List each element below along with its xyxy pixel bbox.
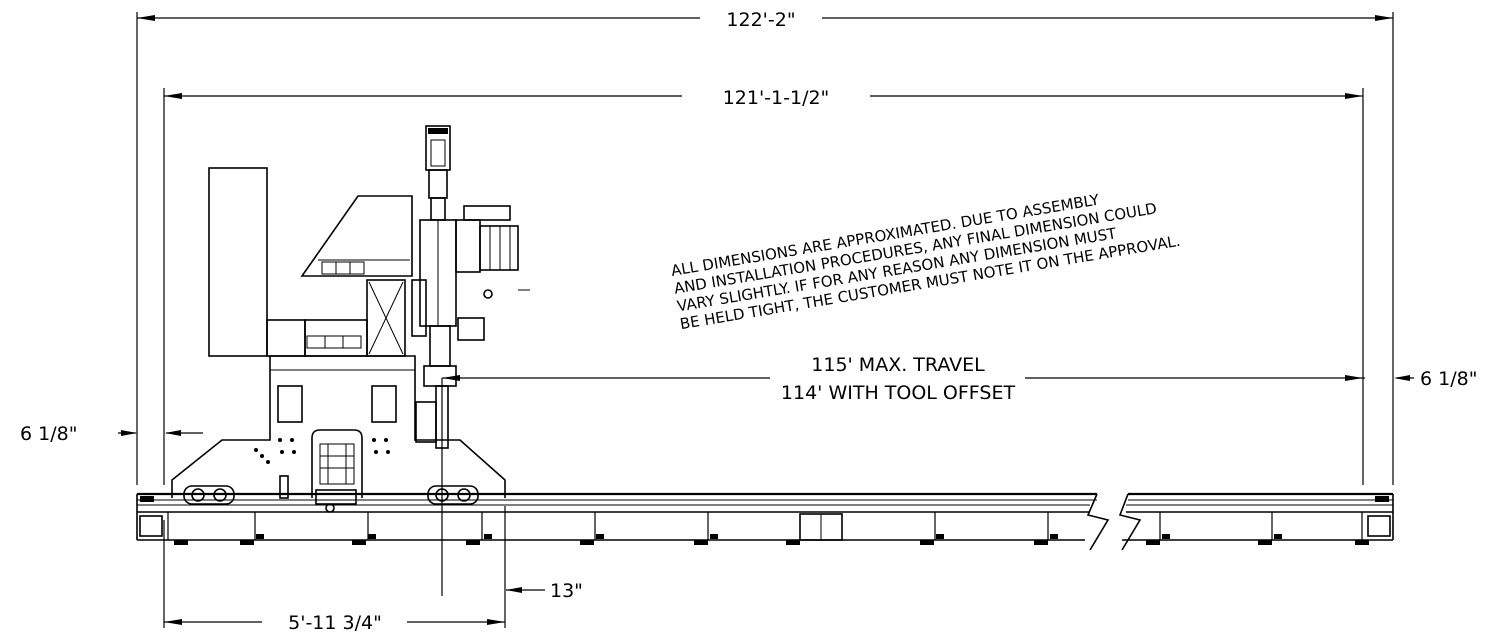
- bottom-small-label: 13": [550, 580, 583, 602]
- right-offset-label: 6 1/8": [1420, 368, 1477, 390]
- travel-label-line-2: 114' WITH TOOL OFFSET: [781, 382, 1016, 404]
- tool-head-column: [411, 125, 530, 449]
- rail-supports: [167, 512, 1369, 545]
- left-offset-dimension: 6 1/8": [20, 423, 203, 445]
- travel-dimension: 115' MAX. TRAVEL 114' WITH TOOL OFFSET: [442, 354, 1363, 404]
- inner-dimension: 121'-1-1/2": [163, 84, 1364, 485]
- overall-dimension-label: 122'-2": [726, 9, 795, 31]
- machine-gantry: [171, 167, 506, 513]
- right-offset-dimension: 6 1/8": [1363, 368, 1477, 390]
- rail-track: [136, 492, 1394, 551]
- bottom-dimensions: 13" 5'-11 3/4": [163, 378, 583, 634]
- left-offset-label: 6 1/8": [20, 423, 77, 445]
- overall-dimension: 122'-2": [136, 6, 1394, 485]
- travel-label-line-1: 115' MAX. TRAVEL: [811, 354, 985, 376]
- inner-dimension-label: 121'-1-1/2": [723, 87, 830, 109]
- bottom-width-label: 5'-11 3/4": [288, 612, 382, 634]
- approximation-note: ALL DIMENSIONS ARE APPROXIMATED. DUE TO …: [670, 190, 1182, 333]
